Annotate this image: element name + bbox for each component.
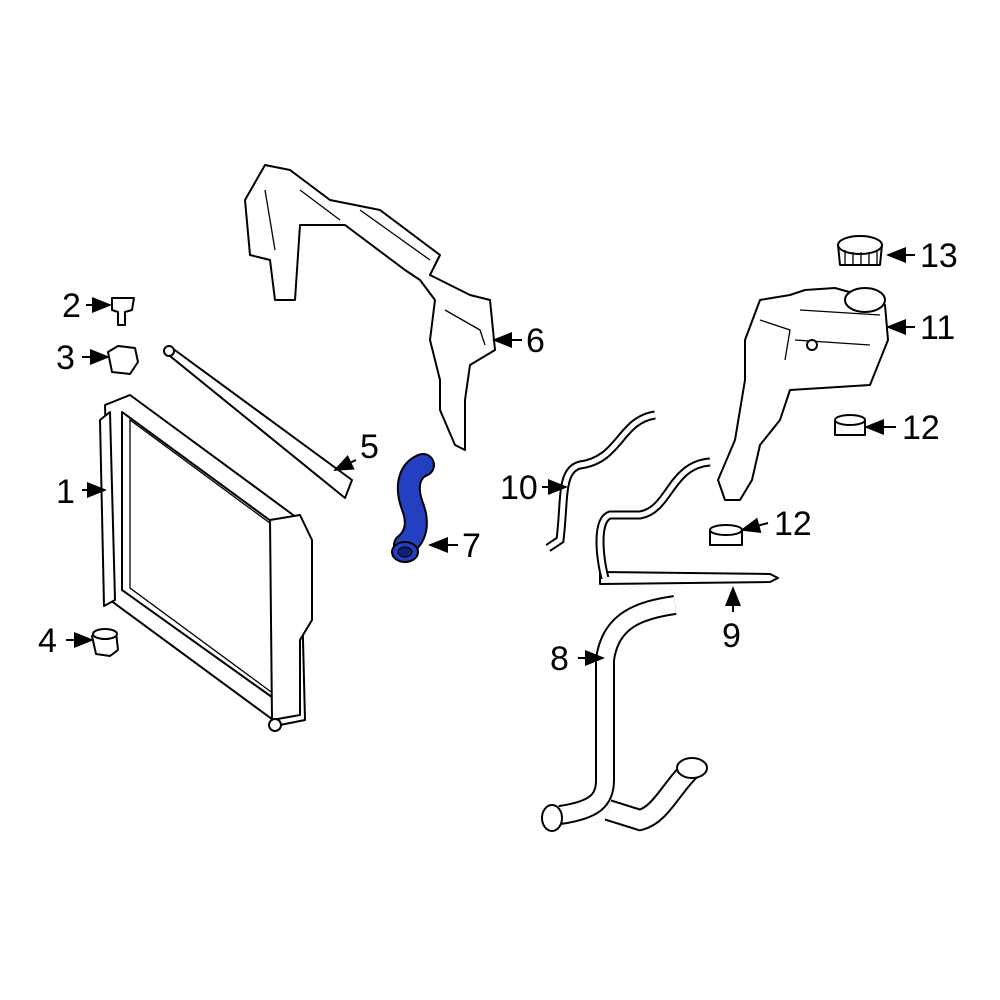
callout-1[interactable]: 1 (56, 473, 75, 511)
callout-3[interactable]: 3 (56, 339, 75, 377)
callout-8[interactable]: 8 (550, 640, 569, 678)
callout-10[interactable]: 10 (500, 469, 538, 507)
part-bushing-lower[interactable] (709, 524, 743, 546)
callout-9[interactable]: 9 (722, 617, 741, 655)
callout-7[interactable]: 7 (462, 527, 481, 565)
part-bleed-hose[interactable] (545, 410, 711, 580)
callout-2[interactable]: 2 (62, 287, 81, 325)
part-air-guide[interactable] (244, 164, 496, 451)
callout-6[interactable]: 6 (526, 322, 545, 360)
part-mount-lower[interactable] (91, 628, 119, 657)
callout-13[interactable]: 13 (920, 237, 958, 275)
part-tank-cap[interactable] (837, 235, 883, 266)
leader-lines (66, 247, 915, 666)
part-clip[interactable] (111, 297, 135, 326)
part-bushing-upper[interactable] (834, 414, 866, 436)
part-lower-hose[interactable] (541, 595, 708, 832)
part-mount-upper[interactable] (107, 345, 139, 375)
callout-11[interactable]: 11 (920, 309, 955, 347)
callout-12-lower[interactable]: 12 (774, 505, 812, 543)
callout-5[interactable]: 5 (360, 428, 379, 466)
callout-4[interactable]: 4 (38, 622, 57, 660)
part-expansion-tank[interactable] (717, 287, 889, 501)
part-coolant-pipe[interactable] (599, 571, 779, 585)
part-radiator-hose-highlighted[interactable] (391, 453, 435, 563)
part-seal-strip[interactable] (163, 345, 353, 499)
callout-12-upper[interactable]: 12 (902, 409, 940, 447)
part-radiator[interactable] (99, 394, 313, 732)
callouts: 1 2 3 4 5 6 7 8 9 10 11 12 12 13 (38, 237, 958, 678)
